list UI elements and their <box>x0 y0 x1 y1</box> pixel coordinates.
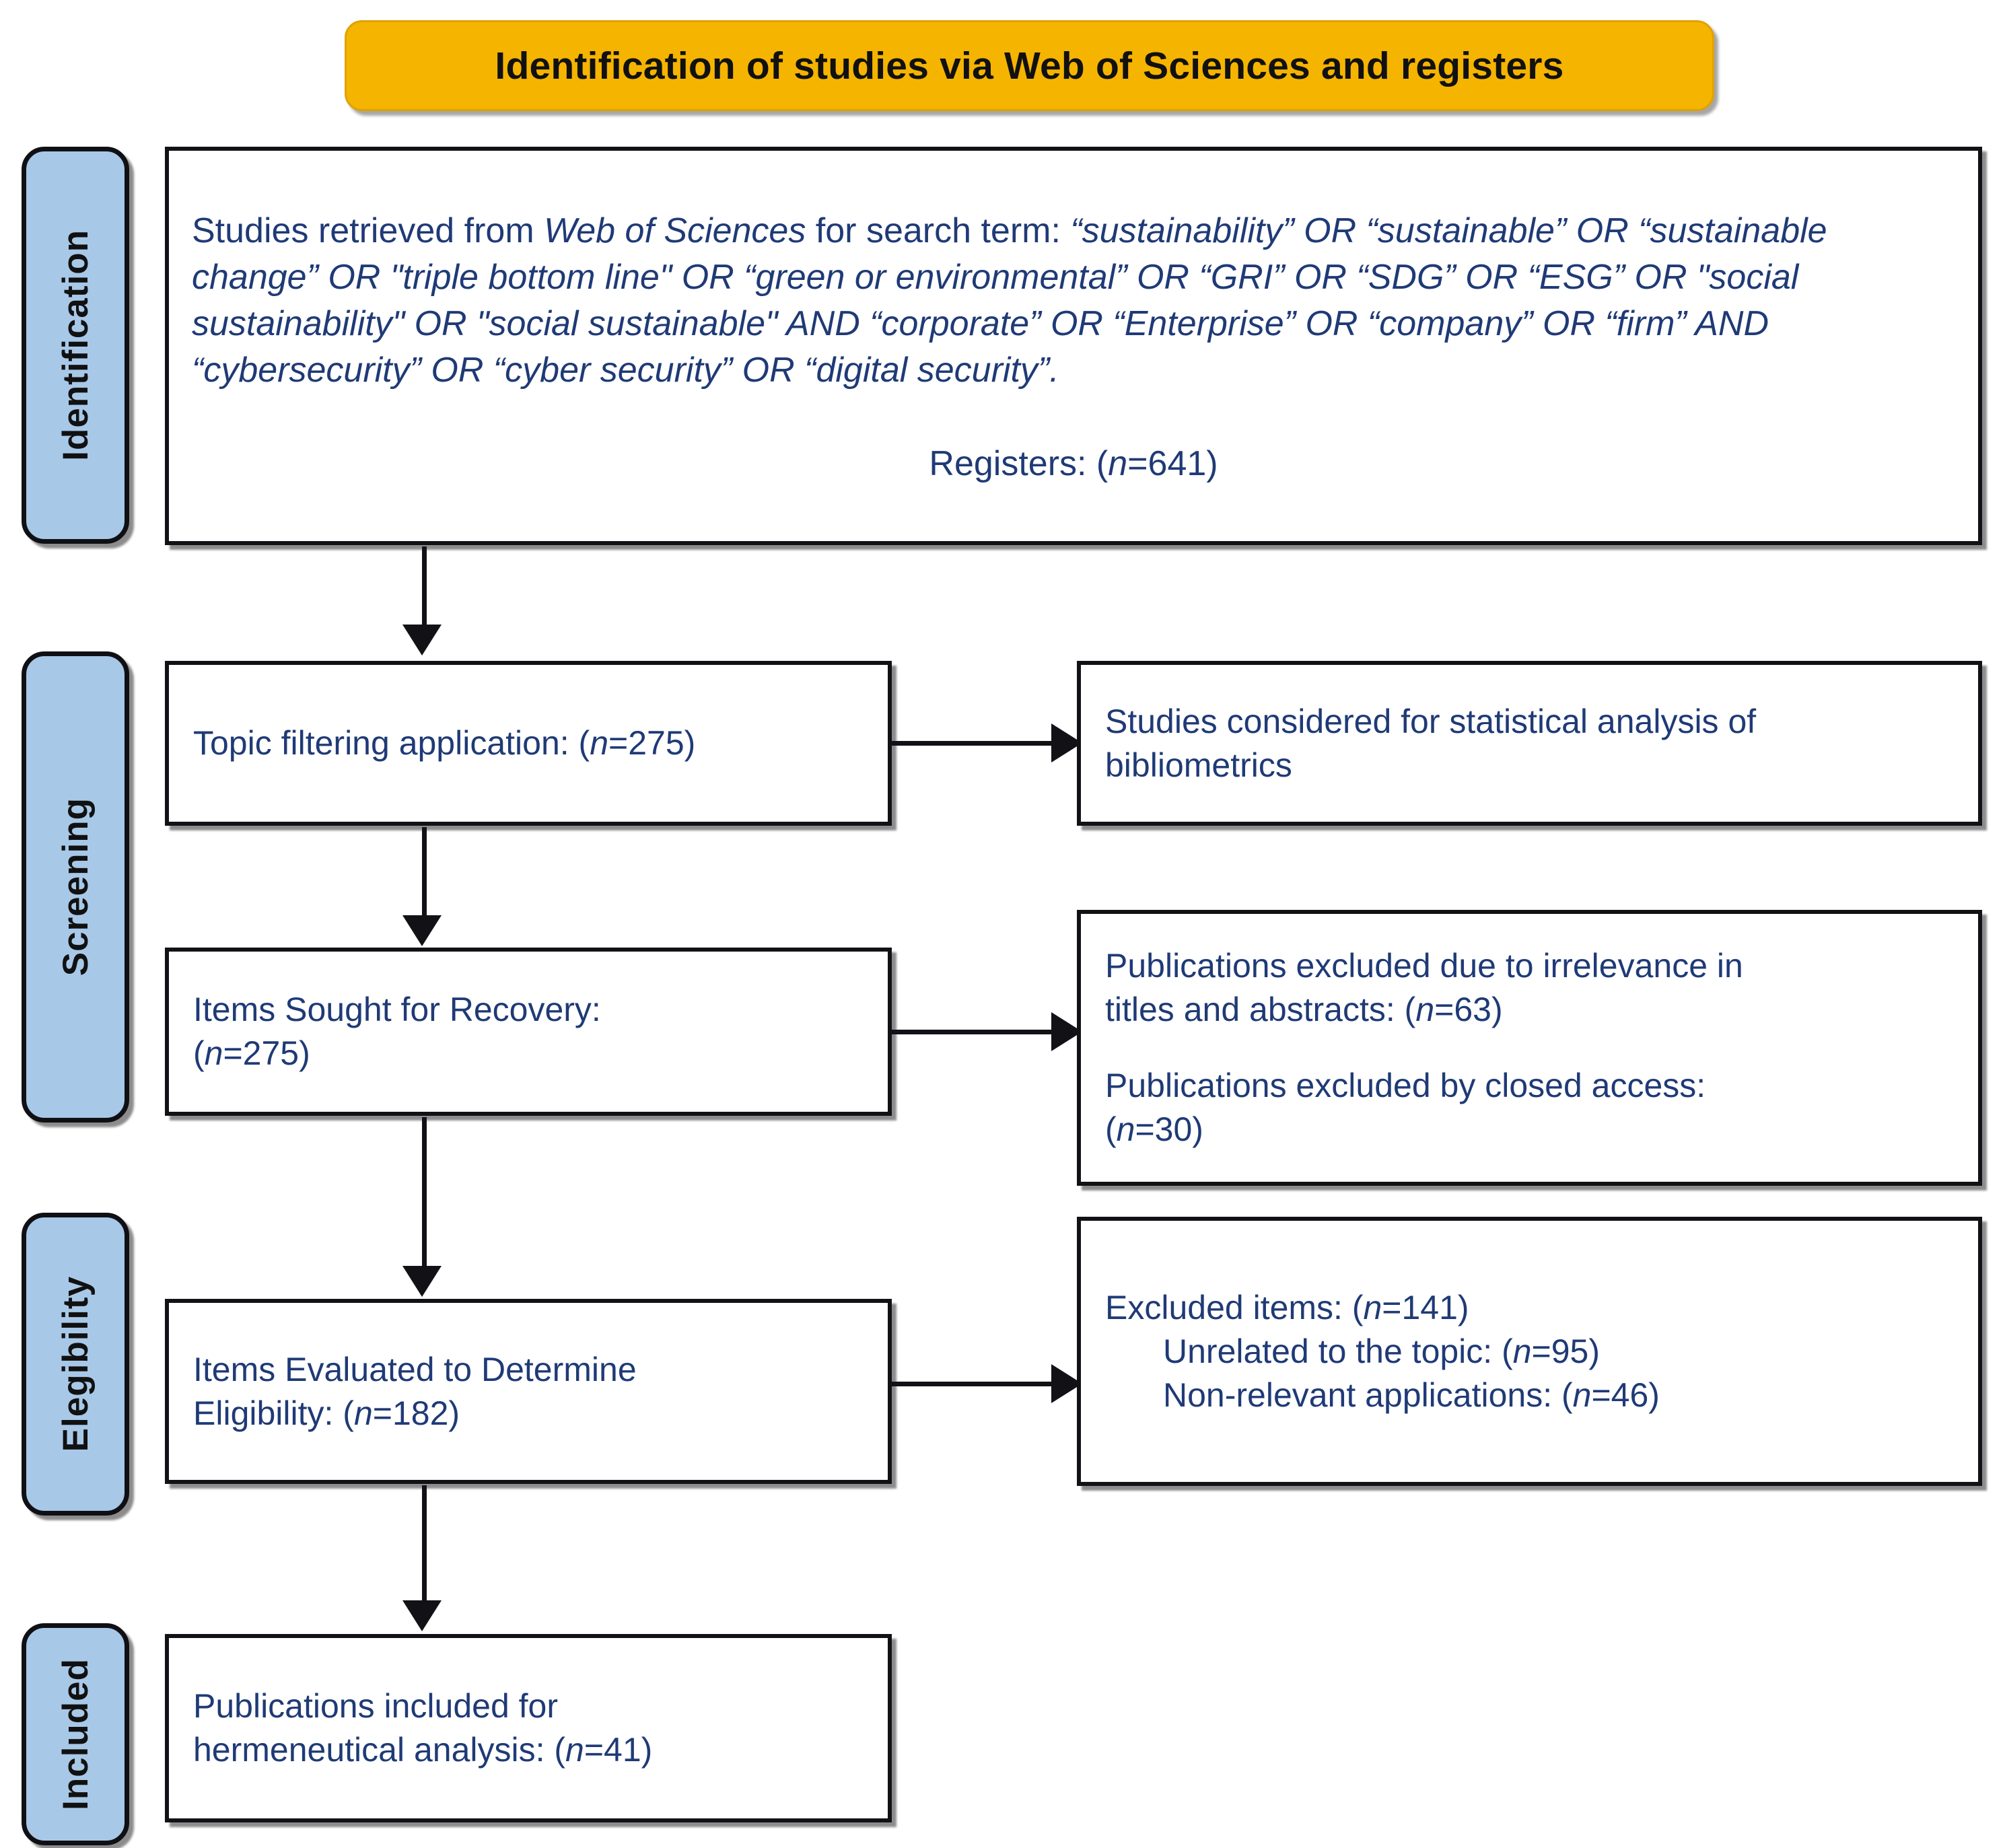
excluded-eligibility-box: Excluded items: (n=141) Unrelated to the… <box>1077 1217 1982 1486</box>
included-line-1: Publications included for <box>193 1687 558 1725</box>
connector-evaluated-to-included-line <box>422 1485 427 1603</box>
search-lead: Studies retrieved from <box>192 211 544 250</box>
excluded-nonrelevant-value: =46) <box>1591 1376 1660 1414</box>
items-evaluated-line-1: Items Evaluated to Determine <box>193 1350 637 1388</box>
excluded-items-n-symbol: n <box>1363 1288 1382 1326</box>
registers-count: Registers: (n=641) <box>169 443 1978 484</box>
search-query-text: Studies retrieved from Web of Sciences f… <box>169 208 1978 394</box>
included-text: Publications included for hermeneutical … <box>169 1684 888 1772</box>
excluded-items-value: =141) <box>1382 1288 1469 1326</box>
excluded-items-label: Excluded items: ( <box>1105 1288 1364 1326</box>
excluded-closed-access-n-symbol: n <box>1116 1110 1135 1148</box>
excluded-unrelated-value: =95) <box>1531 1332 1601 1370</box>
connector-identification-to-screening-line <box>422 546 427 627</box>
stage-label-included: Included <box>55 1658 96 1810</box>
items-evaluated-box: Items Evaluated to Determine Eligibility… <box>165 1299 892 1484</box>
items-sought-line-1: Items Sought for Recovery: <box>193 991 601 1028</box>
stage-label-elegibility: Elegibility <box>55 1276 96 1452</box>
excluded-unrelated-n-symbol: n <box>1512 1332 1532 1370</box>
connector-topic-to-items-line <box>422 827 427 918</box>
excluded-closed-access-line-2: (n=30) <box>1105 1108 1954 1151</box>
items-evaluated-label: Eligibility: ( <box>193 1394 354 1432</box>
registers-label: Registers: ( <box>929 444 1109 484</box>
excluded-closed-access-paren: ( <box>1105 1110 1117 1148</box>
bibliometrics-text: Studies considered for statistical analy… <box>1081 700 1978 787</box>
topic-filtering-value: =275) <box>608 724 696 762</box>
topic-filtering-label: Topic filtering application: ( <box>193 724 590 762</box>
items-sought-box: Items Sought for Recovery: (n=275) <box>165 948 892 1116</box>
stage-pill-elegibility: Elegibility <box>22 1213 129 1516</box>
excluded-items-line: Excluded items: (n=141) <box>1105 1286 1954 1330</box>
excluded-screening-text: Publications excluded due to irrelevance… <box>1081 944 1978 1151</box>
diagram-title: Identification of studies via Web of Sci… <box>495 44 1564 87</box>
excluded-closed-access-line-1: Publications excluded by closed access: <box>1105 1067 1706 1104</box>
excluded-nonrelevant-n-symbol: n <box>1572 1376 1592 1414</box>
included-label: hermeneutical analysis: ( <box>193 1731 566 1769</box>
topic-filtering-box: Topic filtering application: (n=275) <box>165 661 892 826</box>
excluded-closed-access-value: =30) <box>1135 1110 1203 1148</box>
connector-items-to-excluded-line <box>892 1030 1057 1034</box>
identification-box: Studies retrieved from Web of Sciences f… <box>165 147 1982 545</box>
items-sought-line-2: (n=275) <box>193 1032 864 1075</box>
items-evaluated-value: =182) <box>372 1394 460 1432</box>
bibliometrics-line-1: Studies considered for statistical analy… <box>1105 702 1757 740</box>
excluded-irrelevance-line-2: titles and abstracts: (n=63) <box>1105 988 1954 1032</box>
connector-topic-to-items-arrow <box>402 915 442 946</box>
stage-pill-included: Included <box>22 1623 129 1845</box>
items-sought-n-symbol: n <box>204 1034 223 1072</box>
search-terms: “sustainability” OR “sustainable” OR “su… <box>192 211 1827 390</box>
stage-pill-identification: Identification <box>22 147 129 544</box>
stage-label-identification: Identification <box>55 229 96 461</box>
excluded-unrelated-label: Unrelated to the topic: ( <box>1163 1332 1513 1370</box>
connector-topic-to-bibliometrics-line <box>892 741 1057 746</box>
topic-filtering-n-symbol: n <box>590 724 608 762</box>
connector-identification-to-screening-arrow <box>402 625 442 655</box>
bibliometrics-box: Studies considered for statistical analy… <box>1077 661 1982 826</box>
stage-label-screening: Screening <box>55 797 96 976</box>
items-evaluated-n-symbol: n <box>353 1394 373 1432</box>
included-line-2: hermeneutical analysis: (n=41) <box>193 1728 864 1772</box>
connector-items-to-evaluated-arrow <box>402 1266 442 1297</box>
search-source: Web of Sciences <box>544 211 806 250</box>
excluded-nonrelevant-label: Non-relevant applications: ( <box>1163 1376 1573 1414</box>
excluded-unrelated-line: Unrelated to the topic: (n=95) <box>1105 1330 1954 1374</box>
registers-value: =641) <box>1127 444 1218 484</box>
items-sought-value: =275) <box>223 1034 310 1072</box>
included-n-symbol: n <box>565 1731 584 1769</box>
connector-items-to-evaluated-line <box>422 1117 427 1269</box>
excluded-irrelevance-label: titles and abstracts: ( <box>1105 991 1416 1028</box>
included-box: Publications included for hermeneutical … <box>165 1634 892 1822</box>
registers-n-symbol: n <box>1108 444 1128 484</box>
bibliometrics-line-2: bibliometrics <box>1105 746 1292 784</box>
excluded-irrelevance-value: =63) <box>1434 991 1503 1028</box>
excluded-nonrelevant-line: Non-relevant applications: (n=46) <box>1105 1374 1954 1417</box>
connector-evaluated-to-included-arrow <box>402 1600 442 1631</box>
topic-filtering-text: Topic filtering application: (n=275) <box>169 721 888 765</box>
excluded-screening-spacer <box>1105 1032 1954 1064</box>
diagram-title-banner: Identification of studies via Web of Sci… <box>345 20 1714 111</box>
items-sought-text: Items Sought for Recovery: (n=275) <box>169 988 888 1075</box>
included-value: =41) <box>584 1731 653 1769</box>
excluded-screening-box: Publications excluded due to irrelevance… <box>1077 910 1982 1186</box>
search-lead2: for search term: <box>806 211 1071 250</box>
excluded-eligibility-text: Excluded items: (n=141) Unrelated to the… <box>1081 1286 1978 1417</box>
items-sought-paren: ( <box>193 1034 205 1072</box>
items-evaluated-text: Items Evaluated to Determine Eligibility… <box>169 1348 888 1435</box>
connector-evaluated-to-excluded-line <box>892 1382 1057 1386</box>
excluded-irrelevance-n-symbol: n <box>1415 991 1435 1028</box>
excluded-irrelevance-line-1: Publications excluded due to irrelevance… <box>1105 947 1743 985</box>
items-evaluated-line-2: Eligibility: (n=182) <box>193 1392 864 1435</box>
stage-pill-screening: Screening <box>22 651 129 1123</box>
